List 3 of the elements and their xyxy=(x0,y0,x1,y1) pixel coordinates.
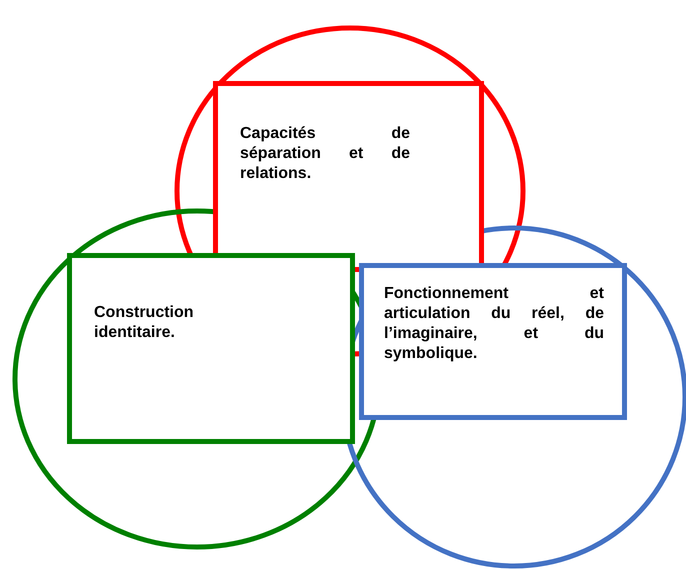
box-text: Capacités de séparation et de relations. xyxy=(240,124,410,184)
box-text: Construction identitaire. xyxy=(94,303,195,343)
box-text: Fonctionnement et articulation du réel, de l’imaginaire, et du symbolique. xyxy=(384,284,604,364)
